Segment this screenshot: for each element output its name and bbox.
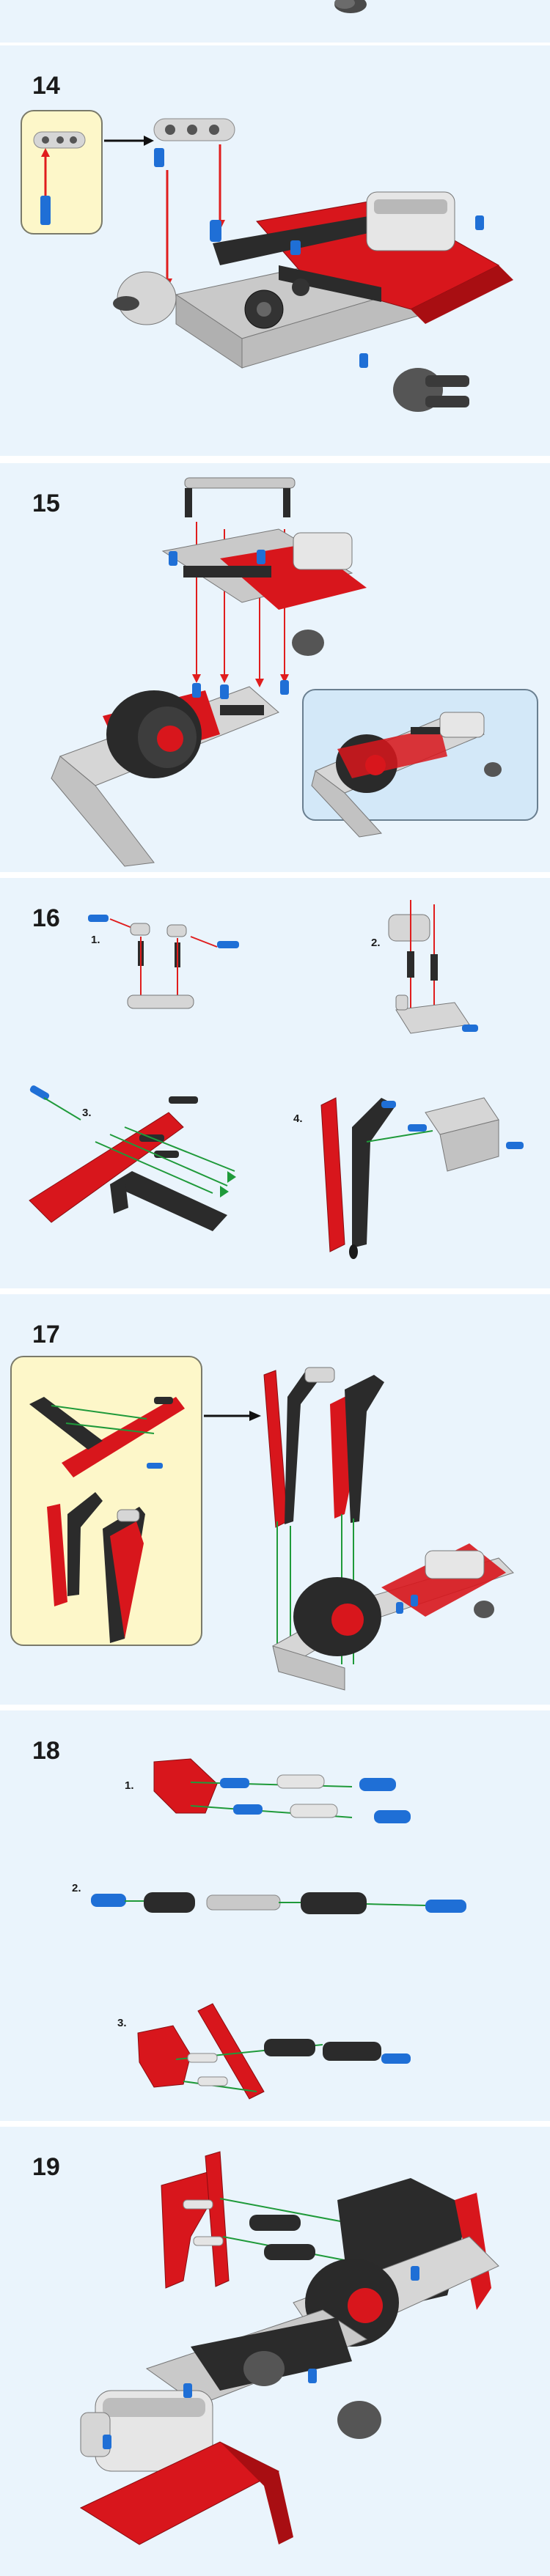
step-number: 19 bbox=[32, 2153, 60, 2181]
step-15-panel: 15 bbox=[0, 463, 550, 872]
step-18-panel: 18 1. 2. 3. bbox=[0, 1710, 550, 2121]
step-15-illustration bbox=[51, 477, 502, 867]
sub-step-label: 1. bbox=[125, 1779, 134, 1792]
step-18-illustration bbox=[91, 1758, 466, 2100]
step-number: 18 bbox=[32, 1737, 60, 1765]
step-19-panel: 19 bbox=[0, 2127, 550, 2576]
sub-assembly-1 bbox=[88, 915, 239, 1009]
step-17-illustration bbox=[29, 1367, 514, 1691]
step-number: 16 bbox=[32, 904, 60, 932]
step-number: 14 bbox=[32, 72, 60, 100]
step-19-illustration bbox=[79, 2151, 499, 2545]
sub-step-label: 3. bbox=[82, 1107, 92, 1119]
sub-assembly-1 bbox=[153, 1758, 411, 1823]
side-panel-assembly bbox=[161, 2151, 353, 2289]
step-14-illustration bbox=[33, 118, 513, 412]
sub-assembly-3 bbox=[29, 1085, 236, 1231]
callout-red-arm bbox=[29, 1397, 185, 1477]
step-14-panel: 14 bbox=[0, 45, 550, 456]
callout-beam-part bbox=[33, 131, 86, 149]
step-16-panel: 16 1. 2. 3. 4. bbox=[0, 878, 550, 1288]
sub-step-label: 2. bbox=[371, 937, 381, 949]
step-13-model-tail bbox=[334, 0, 367, 13]
step-17-panel: 17 bbox=[0, 1294, 550, 1705]
sub-step-label: 1. bbox=[91, 934, 100, 946]
sub-step-label: 2. bbox=[72, 1882, 81, 1894]
connecting-beam bbox=[184, 477, 296, 517]
sub-assembly-2 bbox=[91, 1892, 466, 1914]
step-13-panel-tail bbox=[0, 0, 550, 43]
preview-model bbox=[311, 712, 502, 838]
sub-assembly-3 bbox=[137, 2003, 411, 2100]
sub-assembly-4 bbox=[320, 1097, 524, 1259]
callout-side-bracket bbox=[47, 1492, 145, 1643]
sub-step-label: 3. bbox=[117, 2017, 127, 2029]
step-number: 17 bbox=[32, 1321, 60, 1348]
step-16-illustration bbox=[29, 900, 524, 1259]
sub-step-label: 4. bbox=[293, 1112, 303, 1125]
sub-assembly-2 bbox=[388, 900, 478, 1034]
step-number: 15 bbox=[32, 490, 60, 517]
beam-part bbox=[153, 118, 235, 167]
sub-assembly-callout bbox=[21, 110, 103, 235]
